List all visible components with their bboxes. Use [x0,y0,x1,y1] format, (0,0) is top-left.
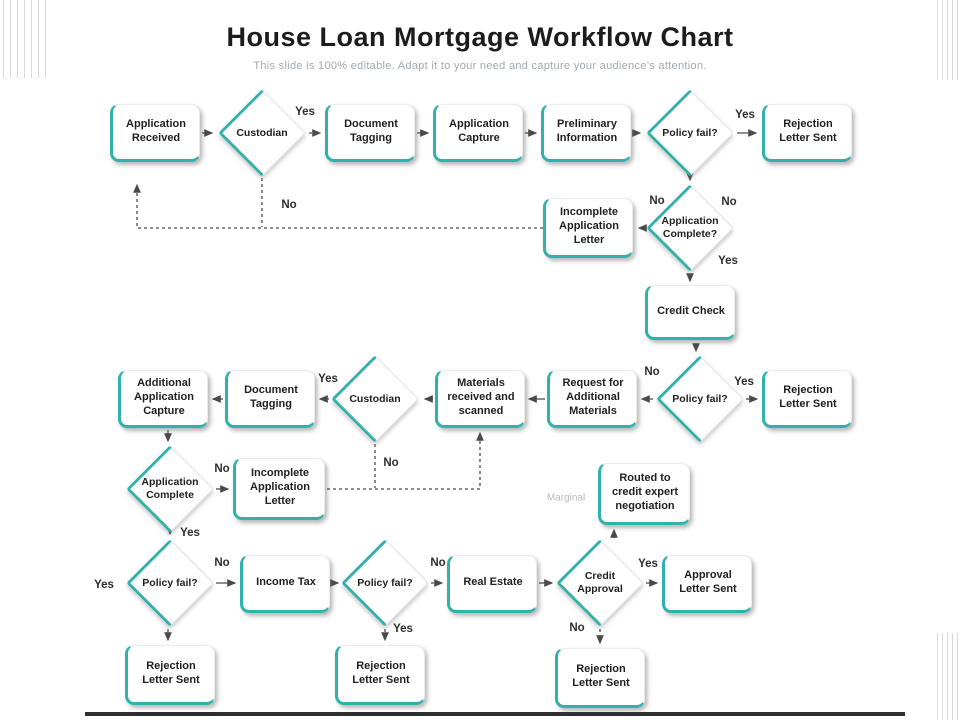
node-rejection-letter-1: Rejection Letter Sent [762,104,852,162]
node-label: Policy fail? [662,126,718,139]
node-label: Materials received and scanned [447,377,515,417]
node-label: Income Tax [256,576,316,589]
flow-label-yes-policyfail4-down: Yes [393,623,413,635]
node-credit-check: Credit Check [645,285,735,340]
node-label: Rejection Letter Sent [779,384,837,410]
flow-label-no-policyfail4-realestate: No [430,557,446,569]
node-label: Rejection Letter Sent [779,118,837,144]
node-credit-approval: Credit Approval [556,539,644,627]
node-policy-fail-2: Policy fail? [656,355,744,443]
node-routed-credit-expert-negotiation: Routed to credit expert negotiation [598,463,690,525]
node-label: Application Received [126,118,186,144]
node-label: Credit Approval [577,570,623,595]
node-rejection-letter-5: Rejection Letter Sent [555,648,645,708]
node-label: Rejection Letter Sent [352,660,410,686]
flow-label-yes-custodian2-doctagging: Yes [318,373,338,385]
flow-label-no-policyfail2-request: No [644,366,660,378]
bottom-accent-bar [85,712,905,716]
node-policy-fail-4: Policy fail? [341,539,429,627]
node-income-tax: Income Tax [240,555,330,613]
flow-label-yes-appcomplete2-down: Yes [180,527,200,539]
node-custodian-1: Custodian [218,89,306,177]
flow-label-yes-policyfail1-rejection: Yes [735,109,755,121]
corner-stripes-bottom-right [937,633,959,720]
node-label: Credit Check [657,304,725,317]
node-label: Policy fail? [357,576,413,589]
node-application-received: Application Received [110,104,200,162]
node-label: Rejection Letter Sent [142,660,200,686]
page-title: House Loan Mortgage Workflow Chart [226,22,734,52]
node-label: Request for Additional Materials [562,377,624,417]
node-policy-fail-1: Policy fail? [646,89,734,177]
node-document-tagging-2: Document Tagging [225,370,315,428]
node-real-estate: Real Estate [447,555,537,613]
node-label: Policy fail? [142,576,198,589]
flow-label-no-policyfail1-down: No [721,196,737,208]
node-label: Document Tagging [344,118,398,144]
node-application-complete-q: Application Complete? [646,184,734,272]
node-label: Custodian [236,126,288,139]
node-label: Preliminary Information [556,118,618,144]
page-subtitle: This slide is 100% editable. Adapt it to… [253,60,707,72]
node-label: Policy fail? [672,392,728,405]
node-label: Application Complete [141,476,199,501]
flow-label-no-creditapproval-down: No [569,622,585,634]
node-label: Application Capture [449,118,509,144]
node-approval-letter-sent: Approval Letter Sent [662,555,752,613]
flow-label-no-policyfail3-incometax: No [214,557,230,569]
flow-label-yes-custodian1-doctagging: Yes [295,106,315,118]
flow-label-yes-creditapproval-approval: Yes [638,558,658,570]
node-label: Document Tagging [244,384,298,410]
node-additional-application-capture: Additional Application Capture [118,370,208,428]
node-label: Application Complete? [661,215,719,240]
node-materials-received-scanned: Materials received and scanned [435,370,525,428]
node-label: Approval Letter Sent [679,569,737,595]
node-custodian-2: Custodian [331,355,419,443]
node-rejection-letter-3: Rejection Letter Sent [125,645,215,705]
node-request-additional-materials: Request for Additional Materials [547,370,637,428]
node-label: Additional Application Capture [134,377,194,417]
node-incomplete-application-letter-2: Incomplete Application Letter [233,458,325,520]
flow-label-marginal: Marginal [546,492,586,504]
node-application-complete-2: Application Complete [126,445,214,533]
node-document-tagging-1: Document Tagging [325,104,415,162]
flow-label-no-appcompleteq-letter: No [649,195,665,207]
node-rejection-letter-4: Rejection Letter Sent [335,645,425,705]
node-preliminary-information: Preliminary Information [541,104,631,162]
node-label: Incomplete Application Letter [250,467,310,507]
corner-stripes-top-left [3,0,50,78]
flow-label-yes-policyfail2-rejection: Yes [734,376,754,388]
node-application-capture: Application Capture [433,104,523,162]
node-label: Real Estate [463,576,523,589]
node-label: Incomplete Application Letter [559,206,619,246]
flow-label-no-custodian2-down: No [383,457,399,469]
flow-label-yes-appcompleteq-creditcheck: Yes [718,255,738,267]
node-label: Custodian [349,392,401,405]
node-rejection-letter-2: Rejection Letter Sent [762,370,852,428]
node-label: Routed to credit expert negotiation [611,472,679,512]
corner-stripes-top-right [937,0,959,80]
flow-label-no-custodian1-down: No [281,199,297,211]
node-policy-fail-3: Policy fail? [126,539,214,627]
node-incomplete-application-letter-1: Incomplete Application Letter [543,198,633,258]
flow-label-yes-policyfail3-left: Yes [94,579,114,591]
flow-label-no-appcomplete2-letter: No [214,463,230,475]
node-label: Rejection Letter Sent [572,663,630,689]
